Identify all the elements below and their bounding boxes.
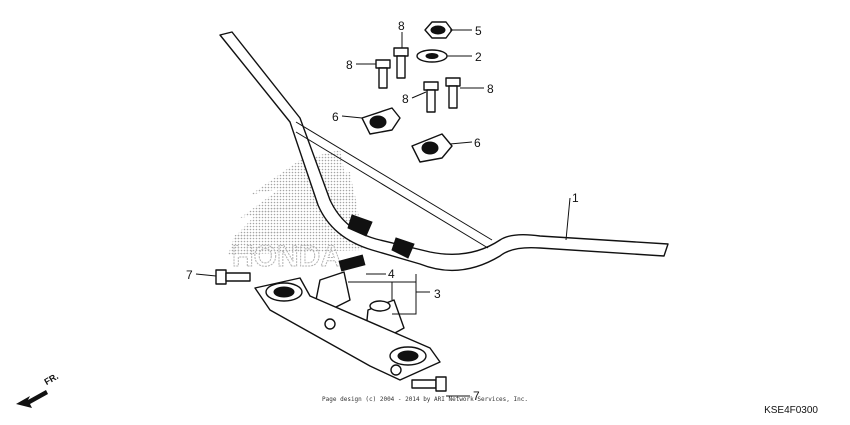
honda-wing-watermark: HONDA [228, 150, 362, 274]
callout-numbers: 1 2 3 4 5 6 6 7 7 8 8 8 8 [186, 19, 579, 403]
washer[interactable] [416, 49, 448, 63]
callout-8-d[interactable]: 8 [487, 82, 494, 96]
callout-7-upper[interactable]: 7 [186, 268, 193, 282]
callout-7-lower[interactable]: 7 [473, 389, 480, 403]
bolt-7-lower[interactable] [411, 376, 447, 392]
top-bridge[interactable] [254, 277, 441, 381]
upper-holder-right[interactable] [411, 133, 453, 163]
callout-5[interactable]: 5 [475, 24, 482, 38]
callout-1[interactable]: 1 [572, 191, 579, 205]
front-arrow-icon [16, 390, 48, 408]
bolt-8-lower-left[interactable] [423, 81, 439, 113]
nut[interactable] [424, 21, 453, 39]
copyright-text: Page design (c) 2004 - 2014 by ARI Netwo… [322, 396, 528, 403]
lower-holder-left[interactable] [315, 254, 366, 311]
leader-lines [195, 29, 571, 397]
bolt-8-upper-left[interactable] [375, 59, 391, 89]
callout-8-a[interactable]: 8 [346, 58, 353, 72]
bolt-7-upper[interactable] [215, 269, 251, 285]
bolt-8-lower-right[interactable] [445, 77, 461, 109]
upper-holder-left[interactable] [361, 107, 401, 135]
callout-8-b[interactable]: 8 [398, 19, 405, 33]
handlebar[interactable] [219, 31, 669, 272]
bolt-8-upper-right[interactable] [393, 47, 409, 79]
svg-text:HONDA: HONDA [232, 240, 342, 273]
callout-2[interactable]: 2 [475, 50, 482, 64]
callout-4[interactable]: 4 [388, 267, 395, 281]
diagram-code: KSE4F0300 [764, 405, 818, 416]
callout-6-lower[interactable]: 6 [474, 136, 481, 150]
callout-3[interactable]: 3 [434, 287, 441, 301]
callout-8-c[interactable]: 8 [402, 92, 409, 106]
callout-6-upper[interactable]: 6 [332, 110, 339, 124]
